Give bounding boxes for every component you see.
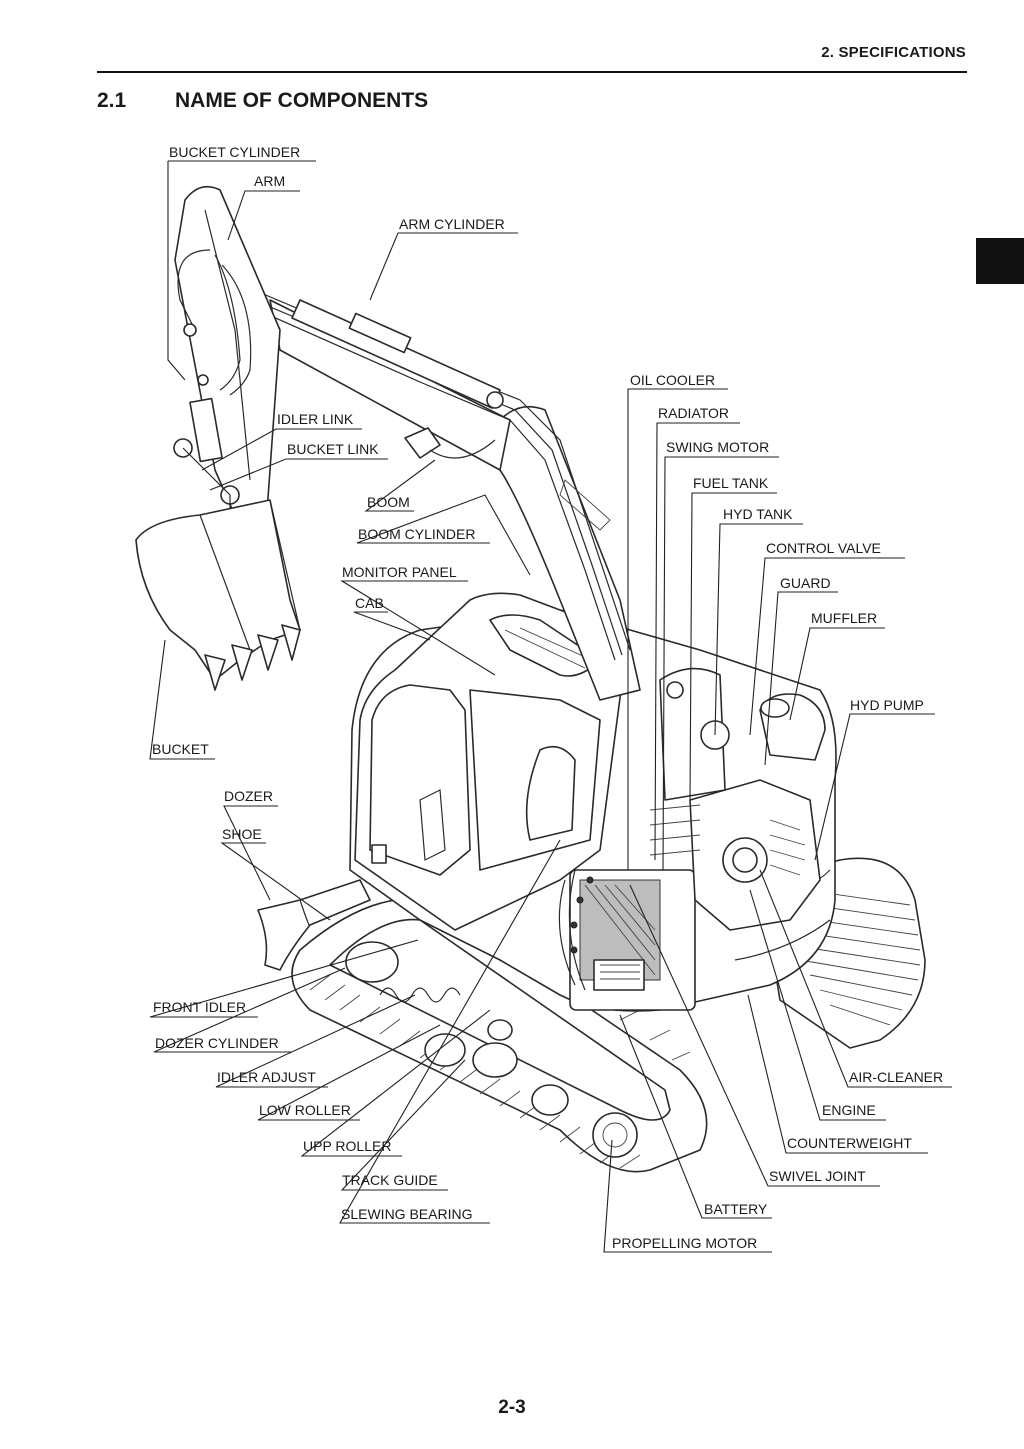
page-number: 2-3 — [498, 1397, 526, 1418]
label-dozer: DOZER — [224, 788, 273, 804]
arm — [174, 185, 281, 551]
label-monitor-panel: MONITOR PANEL — [342, 564, 457, 580]
leader-lines — [149, 160, 952, 1253]
label-air-cleaner: AIR-CLEANER — [849, 1069, 943, 1085]
engine-compartment — [569, 667, 826, 1011]
label-idler-adjust: IDLER ADJUST — [217, 1069, 316, 1085]
label-front-idler: FRONT IDLER — [153, 999, 246, 1015]
label-radiator: RADIATOR — [658, 405, 729, 421]
section-header: 2. SPECIFICATIONS — [821, 44, 966, 61]
label-hyd-pump: HYD PUMP — [850, 697, 924, 713]
arm-cylinder — [291, 299, 504, 409]
label-arm: ARM — [254, 173, 285, 189]
label-idler-link: IDLER LINK — [277, 411, 354, 427]
label-swivel-joint: SWIVEL JOINT — [769, 1168, 866, 1184]
label-bucket-cylinder: BUCKET CYLINDER — [169, 144, 300, 160]
label-boom-cylinder: BOOM CYLINDER — [358, 526, 475, 542]
page-title: NAME OF COMPONENTS — [175, 89, 429, 112]
label-shoe: SHOE — [222, 826, 262, 842]
guard-rails — [558, 869, 594, 991]
label-engine: ENGINE — [822, 1102, 876, 1118]
bucket — [135, 499, 301, 691]
header-rule — [97, 71, 967, 73]
label-fuel-tank: FUEL TANK — [693, 475, 769, 491]
boom — [229, 279, 641, 701]
label-counterweight: COUNTERWEIGHT — [787, 1135, 912, 1151]
label-guard: GUARD — [780, 575, 831, 591]
label-boom: BOOM — [367, 494, 410, 510]
label-control-valve: CONTROL VALVE — [766, 540, 881, 556]
label-battery: BATTERY — [704, 1201, 768, 1217]
label-slewing-bearing: SLEWING BEARING — [341, 1206, 472, 1222]
label-oil-cooler: OIL COOLER — [630, 372, 715, 388]
label-bucket: BUCKET — [152, 741, 209, 757]
label-bucket-link: BUCKET LINK — [287, 441, 379, 457]
label-upp-roller: UPP ROLLER — [303, 1138, 391, 1154]
label-swing-motor: SWING MOTOR — [666, 439, 769, 455]
label-cab: CAB — [355, 595, 384, 611]
label-arm-cylinder: ARM CYLINDER — [399, 216, 505, 232]
label-propelling-motor: PROPELLING MOTOR — [612, 1235, 757, 1251]
cab — [354, 592, 626, 931]
component-labels: BUCKET CYLINDER ARM ARM CYLINDER IDLER L… — [152, 144, 943, 1251]
section-number: 2.1 — [97, 89, 127, 112]
chapter-tab-marker — [976, 238, 1024, 284]
dozer-blade — [257, 879, 371, 971]
label-low-roller: LOW ROLLER — [259, 1102, 351, 1118]
label-dozer-cylinder: DOZER CYLINDER — [155, 1035, 279, 1051]
label-track-guide: TRACK GUIDE — [342, 1172, 438, 1188]
label-hyd-tank: HYD TANK — [723, 506, 793, 522]
boom-light — [404, 427, 496, 459]
excavator-illustration — [135, 185, 926, 1173]
label-muffler: MUFFLER — [811, 610, 877, 626]
